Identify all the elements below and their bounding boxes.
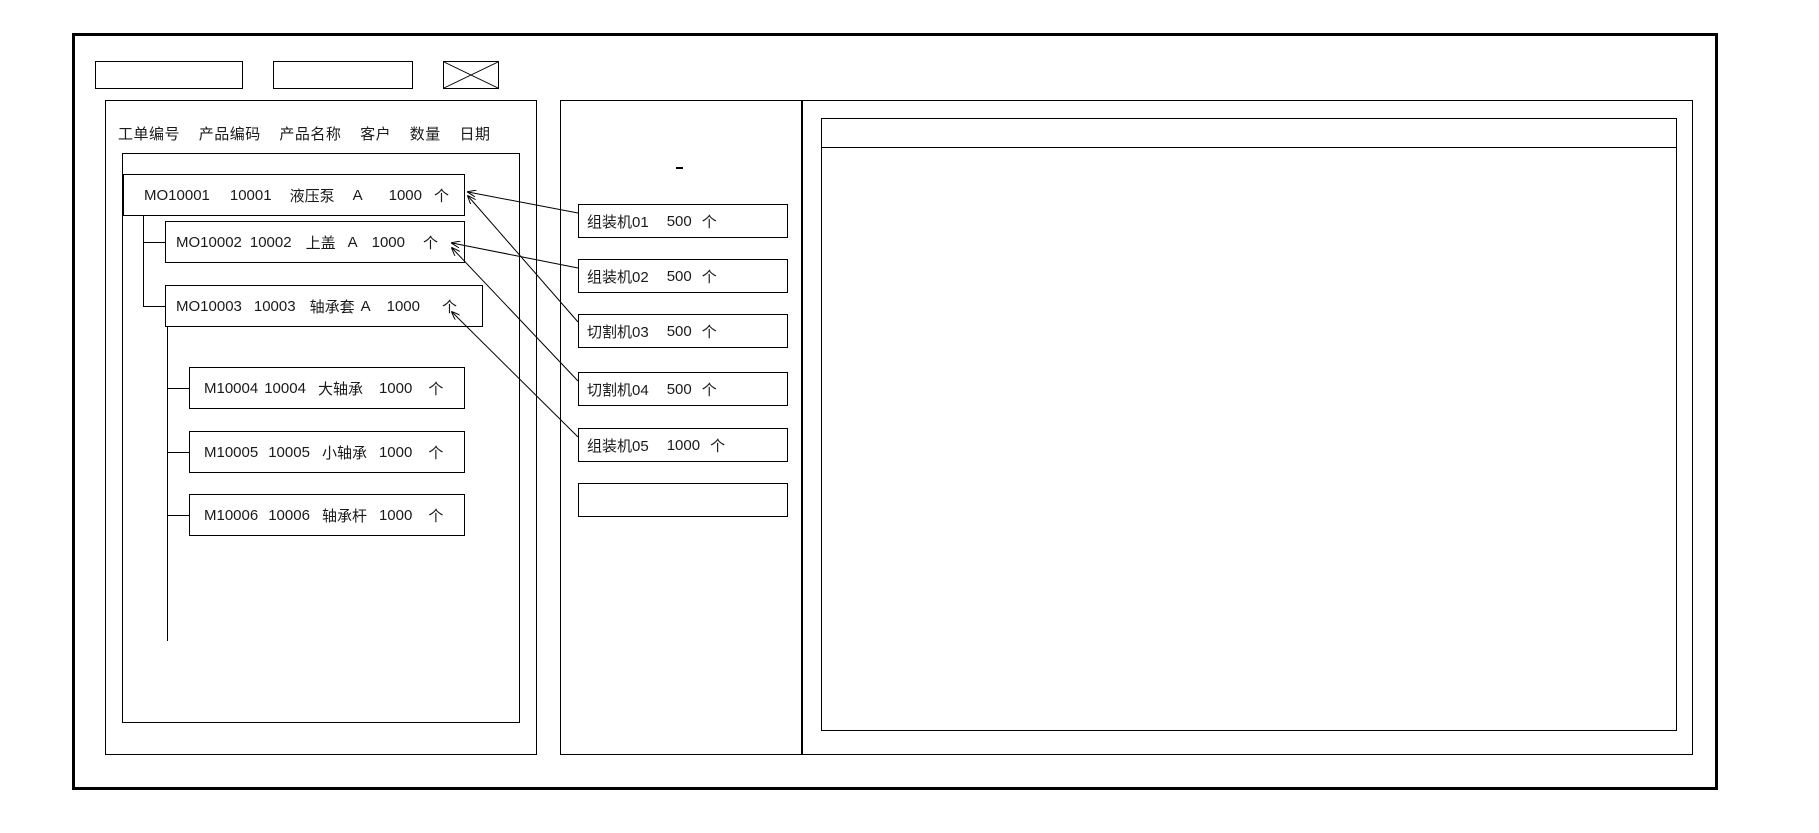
row-quantity: 1000	[371, 233, 405, 251]
image-placeholder-icon[interactable]	[443, 61, 499, 89]
row-customer: A	[347, 233, 358, 251]
machine-quantity: 500	[666, 380, 692, 398]
table-row[interactable]: M10005 10005 小轴承 1000 个	[189, 431, 465, 473]
work-order-column-headers: 工单编号 产品编码 产品名称 客户 数量 日期	[118, 123, 490, 144]
row-customer: A	[352, 186, 363, 204]
row-order-no: MO10001	[144, 186, 210, 204]
toolbar-field-2[interactable]	[273, 61, 413, 89]
toolbar-field-1[interactable]	[95, 61, 243, 89]
row-product-code: 10004	[264, 379, 306, 397]
tree-connector-elbow-1	[143, 242, 165, 243]
list-item[interactable]: 切割机03 500 个	[578, 314, 788, 348]
column-header-date: 日期	[459, 126, 491, 143]
machine-name: 组装机05	[587, 437, 649, 455]
column-header-product-name: 产品名称	[279, 126, 342, 143]
row-quantity: 1000	[388, 186, 422, 204]
machine-unit: 个	[701, 213, 717, 231]
row-quantity: 1000	[386, 297, 420, 315]
row-product-name: 小轴承	[321, 444, 367, 462]
table-row[interactable]: MO10002 10002 上盖 A 1000 个	[165, 221, 465, 263]
row-order-no: M10005	[204, 443, 259, 461]
row-order-no: M10006	[204, 506, 259, 524]
list-item[interactable]: 组装机02 500 个	[578, 259, 788, 293]
row-order-no: MO10002	[176, 233, 242, 251]
machine-name: 切割机03	[587, 323, 649, 341]
column-header-customer: 客户	[360, 126, 392, 143]
row-product-code: 10005	[268, 443, 310, 461]
row-order-no: M10004	[204, 379, 259, 397]
machine-quantity: 1000	[666, 436, 701, 454]
row-product-code: 10006	[268, 506, 310, 524]
column-header-quantity: 数量	[409, 126, 441, 143]
tree-connector-trunk-2	[167, 327, 168, 641]
row-quantity: 1000	[378, 379, 413, 397]
row-unit: 个	[428, 507, 444, 525]
row-product-code: 10003	[253, 297, 296, 315]
row-product-name: 上盖	[305, 234, 336, 252]
tree-connector-elbow-5	[167, 515, 189, 516]
machine-name: 组装机02	[587, 268, 649, 286]
row-product-code: 10002	[249, 233, 292, 251]
machine-quantity: 500	[666, 267, 692, 285]
tree-connector-elbow-4	[167, 452, 189, 453]
tree-connector-trunk-1	[143, 195, 144, 307]
row-unit: 个	[428, 380, 444, 398]
table-row[interactable]: MO10003 10003 轴承套 A 1000 个	[165, 285, 483, 327]
column-header-order-no: 工单编号	[118, 126, 181, 143]
panel-marker-icon	[676, 167, 683, 169]
row-customer: A	[360, 297, 371, 315]
machine-quantity: 500	[666, 322, 692, 340]
table-row[interactable]: M10006 10006 轴承杆 1000 个	[189, 494, 465, 536]
row-product-code: 10001	[229, 186, 272, 204]
tree-connector-elbow-3	[167, 388, 189, 389]
row-unit: 个	[428, 444, 444, 462]
machine-name: 组装机01	[587, 213, 649, 231]
row-product-name: 液压泵	[289, 187, 335, 205]
row-unit: 个	[442, 298, 458, 316]
list-item[interactable]: 切割机04 500 个	[578, 372, 788, 406]
machine-unit: 个	[701, 268, 717, 286]
list-item[interactable]: 组装机05 1000 个	[578, 428, 788, 462]
machine-unit: 个	[701, 381, 717, 399]
row-unit: 个	[434, 187, 450, 205]
row-product-name: 轴承套	[309, 298, 355, 316]
machine-unit: 个	[701, 323, 717, 341]
list-item-empty[interactable]	[578, 483, 788, 517]
row-unit: 个	[423, 234, 439, 252]
tree-connector-elbow-2	[143, 306, 165, 307]
list-item[interactable]: 组装机01 500 个	[578, 204, 788, 238]
detail-panel-body	[821, 148, 1677, 731]
table-row[interactable]: MO10001 10001 液压泵 A 1000 个	[123, 174, 465, 216]
work-order-tree: MO10001 10001 液压泵 A 1000 个 MO10002 10002…	[122, 153, 520, 723]
row-order-no: MO10003	[176, 297, 242, 315]
table-row[interactable]: M10004 10004 大轴承 1000 个	[189, 367, 465, 409]
row-product-name: 大轴承	[317, 380, 363, 398]
detail-panel-header	[821, 118, 1677, 148]
machine-unit: 个	[710, 437, 726, 455]
machine-name: 切割机04	[587, 381, 649, 399]
row-quantity: 1000	[378, 443, 413, 461]
row-product-name: 轴承杆	[321, 507, 367, 525]
row-quantity: 1000	[378, 506, 413, 524]
machine-quantity: 500	[666, 212, 692, 230]
column-header-product-code: 产品编码	[198, 126, 261, 143]
